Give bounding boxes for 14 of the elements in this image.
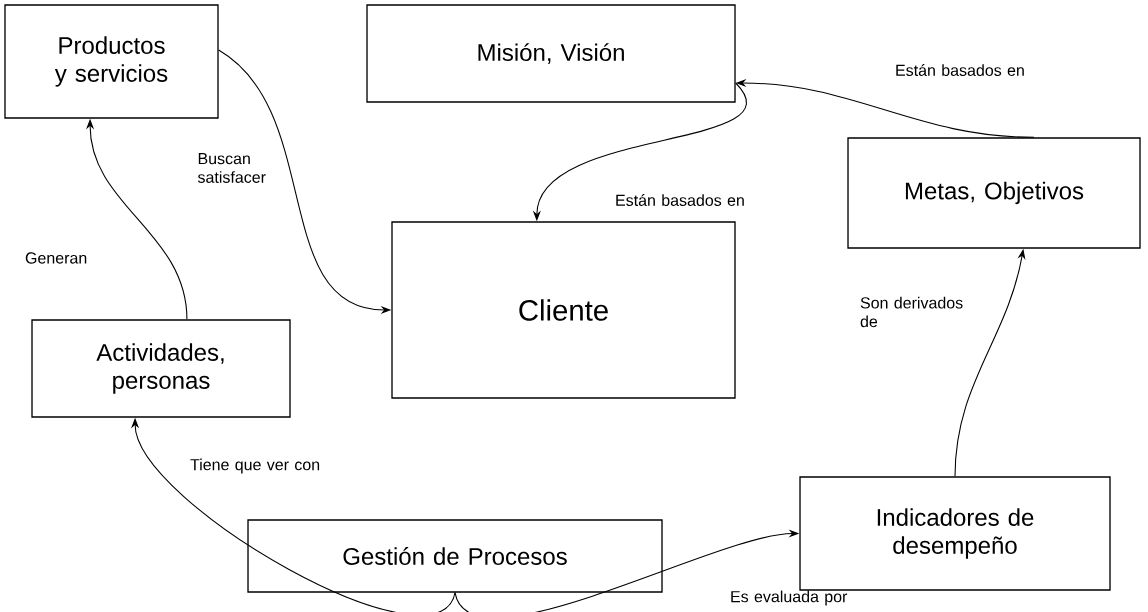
edge-label: Es evaluada por — [731, 590, 848, 606]
process-box: Gestión de Procesos — [247, 519, 663, 593]
process-box: Productos y servicios — [4, 4, 219, 119]
process-box: Metas, Objetivos — [847, 137, 1141, 249]
edge-label: Generan — [25, 252, 87, 264]
edge-label: Están basados en — [616, 194, 744, 206]
process-box: Cliente — [391, 221, 736, 399]
edge-label: Buscan satisfacer — [197, 153, 266, 183]
process-box: Misión, Visión — [366, 4, 736, 103]
process-box: Indicadores de desempeño — [799, 476, 1111, 591]
edge-label: Son derivados de — [860, 296, 963, 328]
process-box: Actividades, personas — [31, 319, 291, 418]
edge-label: Están basados en — [896, 64, 1024, 76]
edge-label: Tiene que ver con — [190, 458, 320, 474]
